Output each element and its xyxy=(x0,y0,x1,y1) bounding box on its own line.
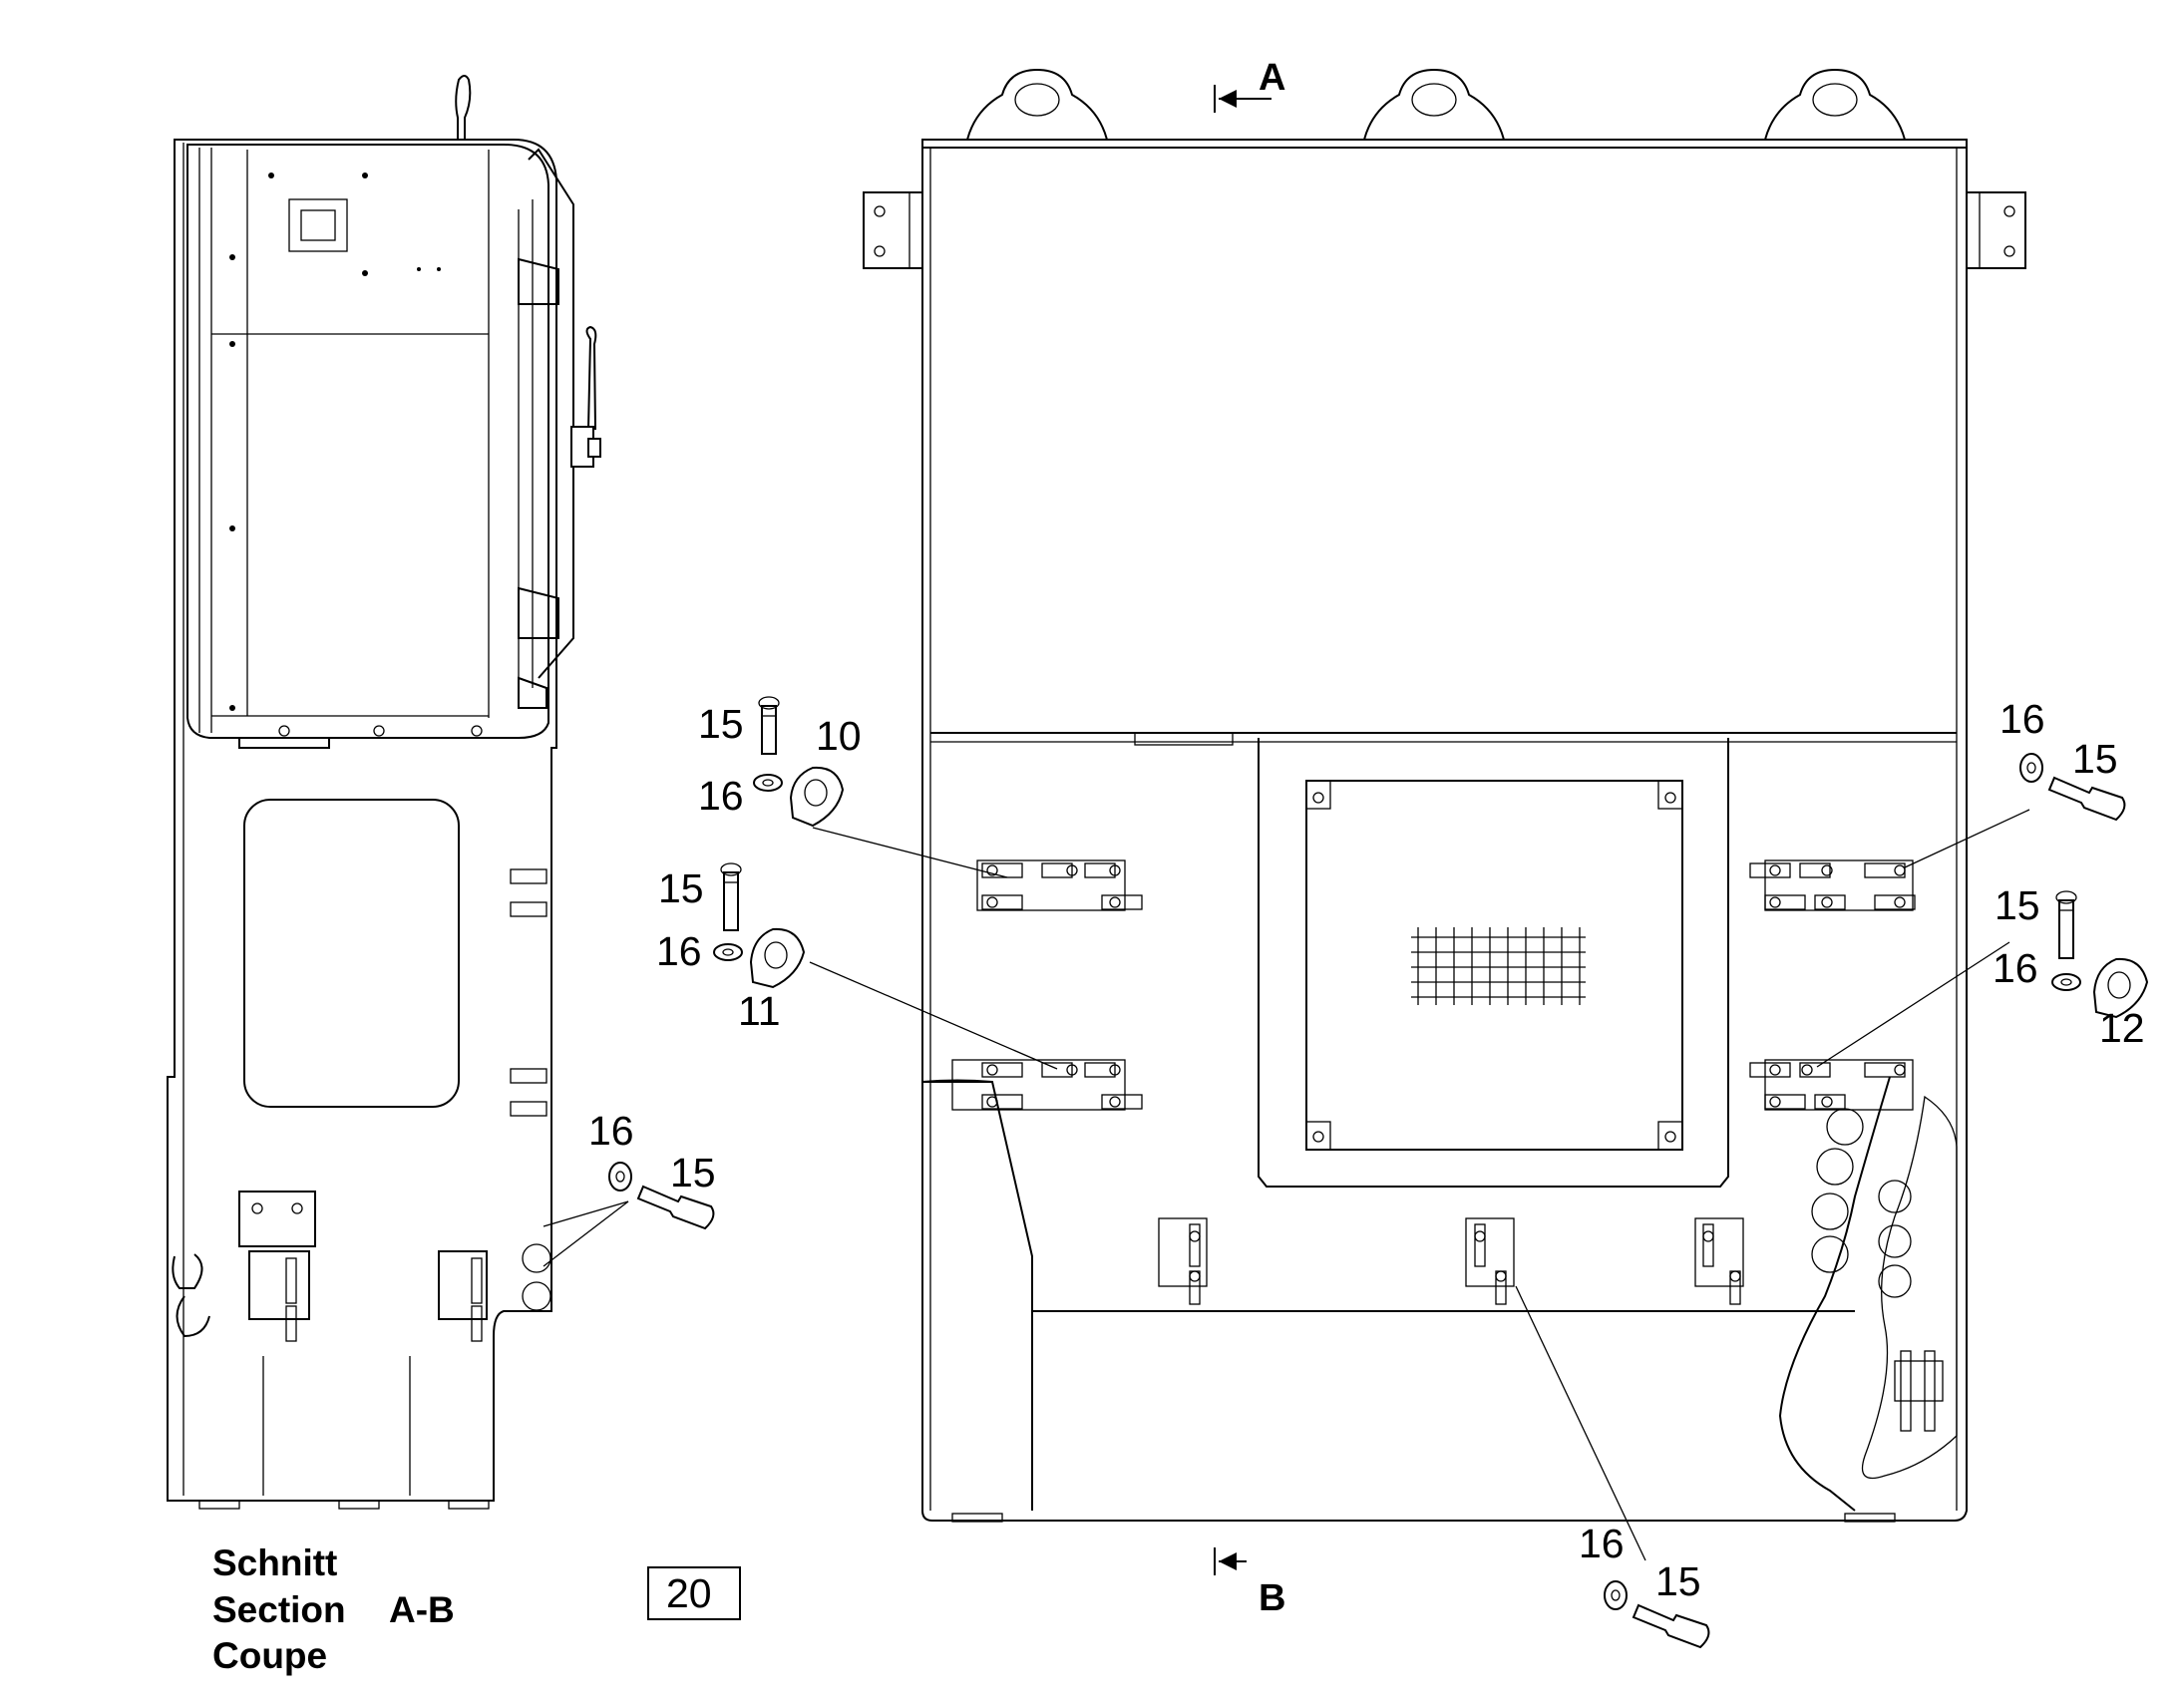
callout-16-c: 16 xyxy=(1999,696,2045,742)
front-view xyxy=(863,68,2026,1523)
callout-15-e: 15 xyxy=(670,1150,716,1196)
section-title: Schnitt Section A-B Coupe xyxy=(212,1542,455,1676)
section-cut-label: A-B xyxy=(389,1589,455,1630)
callout-15-a: 15 xyxy=(698,701,744,747)
rail-set-left-upper xyxy=(976,859,1143,911)
rail-stubs xyxy=(510,868,547,1117)
callout-10: 10 xyxy=(816,713,862,759)
callout-16-b: 16 xyxy=(656,928,702,974)
section-title-de: Schnitt xyxy=(212,1542,337,1583)
fastener-set-12 xyxy=(2051,890,2149,1019)
section-marker-b: B xyxy=(1214,1547,1285,1619)
fastener-set-left-section xyxy=(608,1162,715,1230)
callout-15-c: 15 xyxy=(2072,736,2118,782)
rail-set-right-upper xyxy=(1749,859,1916,911)
fastener-set-11 xyxy=(713,862,806,989)
callout-16-e: 16 xyxy=(588,1108,634,1154)
callout-15-d: 15 xyxy=(1995,882,2040,928)
cable-loops xyxy=(1811,1108,1912,1298)
callouts: 15 10 16 15 16 11 16 15 15 16 12 16 15 1… xyxy=(588,696,2145,1604)
lower-brackets xyxy=(1158,1217,1744,1305)
callout-15-b: 15 xyxy=(658,865,704,911)
figure-number: 20 xyxy=(666,1570,712,1616)
section-title-fr: Coupe xyxy=(212,1635,327,1676)
callout-12: 12 xyxy=(2099,1005,2145,1051)
marker-a-label: A xyxy=(1259,57,1285,99)
callout-11: 11 xyxy=(738,988,781,1034)
callout-16-f: 16 xyxy=(1579,1521,1625,1566)
callout-16-d: 16 xyxy=(1993,945,2038,991)
fastener-set-right-top xyxy=(2019,753,2126,822)
lifting-eyes xyxy=(966,68,1906,141)
marker-b-label: B xyxy=(1259,1577,1285,1619)
section-title-en: Section xyxy=(212,1589,346,1630)
leader-lines xyxy=(543,809,2030,1561)
fastener-set-10 xyxy=(753,696,845,828)
figure-number-box: 20 xyxy=(647,1566,741,1620)
vent-grid xyxy=(1411,927,1586,1005)
rail-set-left-lower xyxy=(951,1059,1143,1111)
callout-16-a: 16 xyxy=(698,773,744,819)
section-view xyxy=(167,75,601,1510)
callout-15-f: 15 xyxy=(1655,1558,1701,1604)
section-marker-a: A xyxy=(1214,57,1285,113)
screw-dots xyxy=(229,172,441,711)
fastener-set-bottom xyxy=(1604,1580,1710,1649)
